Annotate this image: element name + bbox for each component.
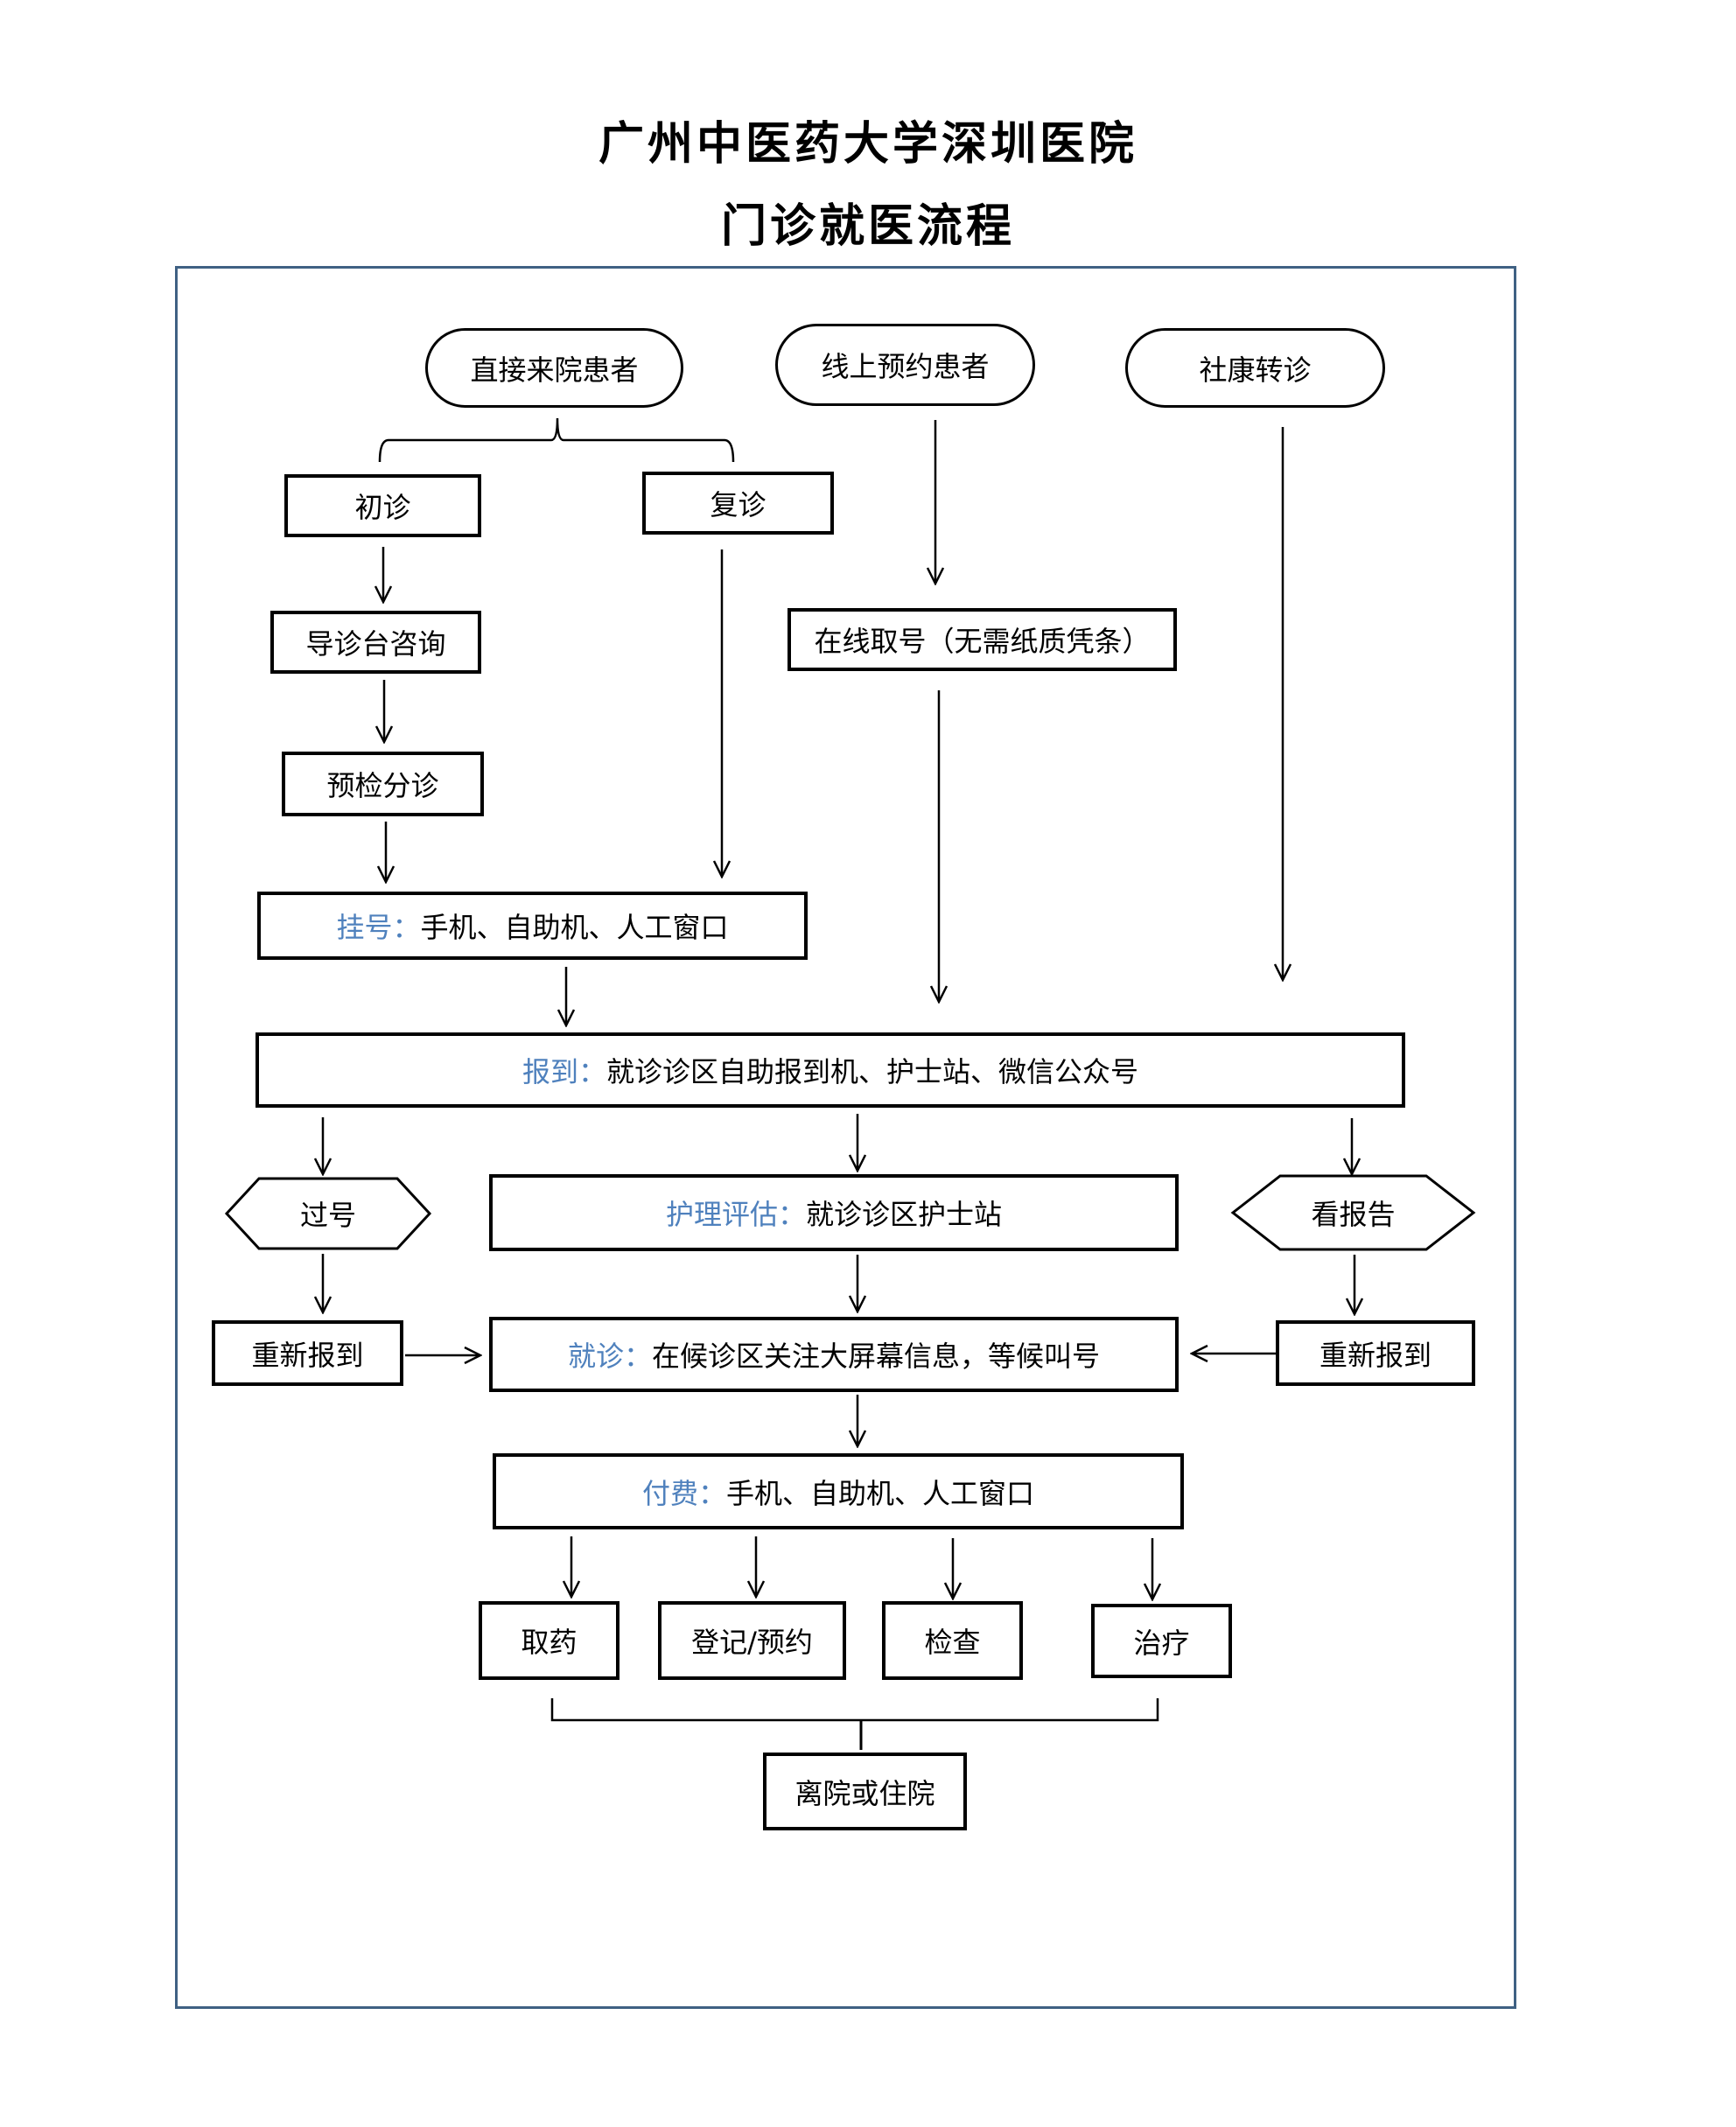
node-recheck-in-left-label: 重新报到 [251,1338,364,1372]
branch-brace [378,417,735,463]
node-payment: 付费： 手机、自助机、人工窗口 [493,1453,1184,1529]
node-guide-desk-label: 导诊台咨询 [305,627,446,661]
node-check-in: 报到： 就诊诊区自助报到机、护士站、微信公众号 [256,1032,1405,1108]
node-consultation: 就诊： 在候诊区关注大屏幕信息，等候叫号 [489,1317,1179,1392]
service-treatment-label: 治疗 [1133,1626,1190,1660]
node-service-exam: 检查 [882,1601,1023,1680]
node-registration: 挂号： 手机、自助机、人工窗口 [257,892,808,960]
node-service-treatment: 治疗 [1091,1604,1232,1678]
node-recheck-in-left: 重新报到 [212,1320,403,1386]
node-community-referral: 社康转诊 [1125,328,1385,408]
node-view-report-label: 看报告 [1311,1198,1396,1231]
nursing-text: 就诊诊区护士站 [806,1198,1003,1231]
check-in-heading: 报到： [522,1055,606,1088]
node-community-referral-label: 社康转诊 [1199,353,1312,387]
merge-bracket [550,1698,1159,1722]
payment-heading: 付费： [641,1476,726,1510]
node-return-visit: 复诊 [642,472,834,535]
node-triage-label: 预检分诊 [326,769,439,802]
hexagon-missed-number-shape [224,1177,432,1250]
node-online-ticket-label: 在线取号（无需纸质凭条） [814,625,1151,658]
node-service-appointment: 登记/预约 [658,1601,846,1680]
node-online-ticket: 在线取号（无需纸质凭条） [788,608,1177,671]
payment-text: 手机、自助机、人工窗口 [726,1476,1035,1510]
hexagon-view-report-shape [1230,1174,1476,1251]
registration-text: 手机、自助机、人工窗口 [420,911,729,944]
node-recheck-in-right: 重新报到 [1276,1320,1475,1386]
node-online-booking-label: 线上预约患者 [821,350,990,383]
node-missed-number-label: 过号 [299,1199,356,1232]
document-subtitle: 门诊就医流程 [720,199,1015,253]
node-missed-number: 过号 [227,1179,430,1249]
node-service-medicine: 取药 [479,1601,620,1680]
node-recheck-in-right-label: 重新报到 [1319,1338,1432,1372]
node-walk-in: 直接来院患者 [425,328,683,408]
flowchart-frame [175,266,1516,2009]
node-first-visit-label: 初诊 [354,491,411,524]
consultation-heading: 就诊： [567,1340,652,1373]
service-medicine-label: 取药 [521,1626,578,1659]
node-triage: 预检分诊 [282,752,484,816]
service-appointment-label: 登记/预约 [691,1626,813,1659]
node-guide-desk: 导诊台咨询 [270,611,481,674]
node-view-report: 看报告 [1233,1176,1474,1249]
node-nursing-assessment: 护理评估： 就诊诊区护士站 [489,1174,1179,1251]
node-online-booking: 线上预约患者 [775,324,1035,406]
node-first-visit: 初诊 [284,474,481,537]
check-in-text: 就诊诊区自助报到机、护士站、微信公众号 [606,1055,1139,1088]
node-walk-in-label: 直接来院患者 [470,353,639,387]
consultation-text: 在候诊区关注大屏幕信息，等候叫号 [652,1340,1101,1373]
service-exam-label: 检查 [924,1626,981,1659]
document-title: 广州中医药大学深圳医院 [598,117,1138,171]
node-return-visit-label: 复诊 [710,488,766,521]
node-discharge-label: 离院或住院 [794,1776,935,1810]
registration-heading: 挂号： [336,911,421,944]
nursing-heading: 护理评估： [665,1198,806,1231]
node-discharge-or-admission: 离院或住院 [763,1753,967,1830]
